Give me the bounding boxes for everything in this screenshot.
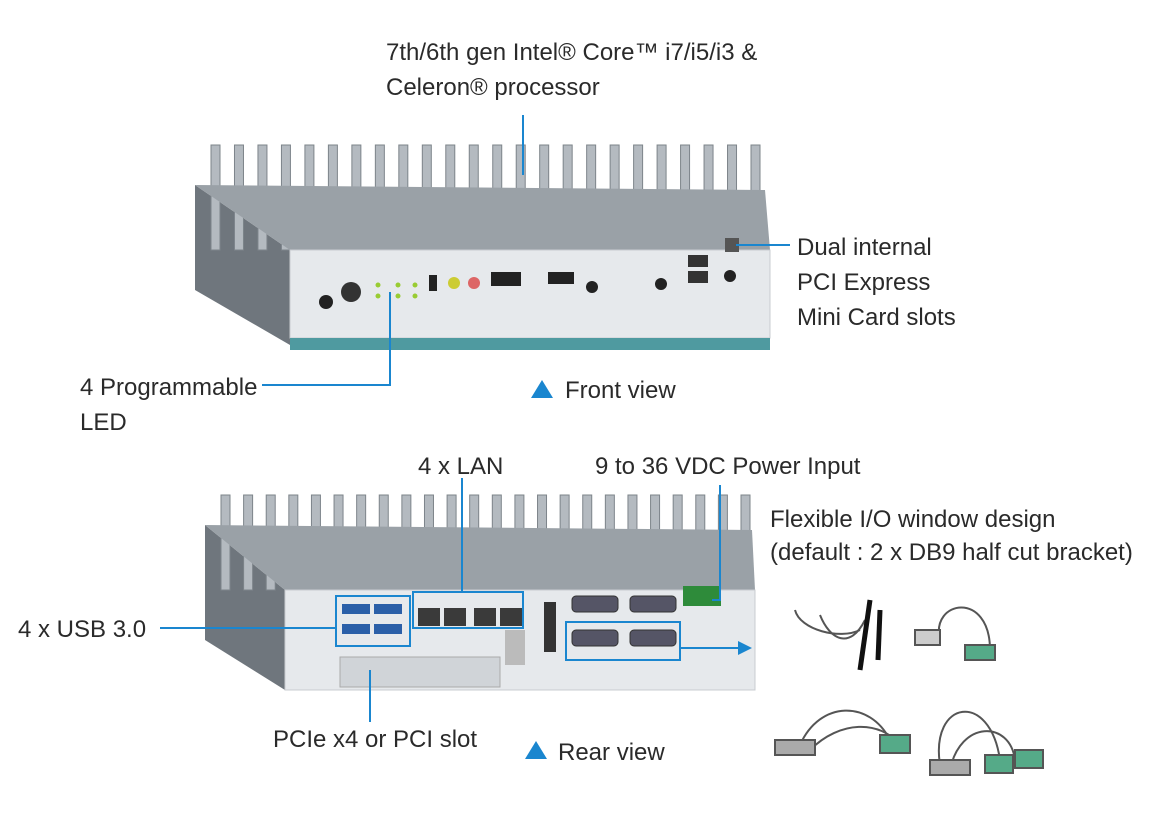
- pci-slot-label: PCIe x4 or PCI slot: [273, 726, 477, 753]
- processor-label-2: Celeron® processor: [386, 74, 600, 101]
- processor-label-1: 7th/6th gen Intel® Core™ i7/i5/i3 &: [386, 39, 757, 66]
- led-label-2: LED: [80, 409, 127, 436]
- pcie-mini-label-3: Mini Card slots: [797, 304, 956, 331]
- accessory-images: [774, 599, 1044, 776]
- front-device-image: [195, 144, 771, 350]
- lan-label: 4 x LAN: [418, 453, 503, 480]
- rear-device-image: [205, 494, 756, 691]
- rear-view-triangle-icon: [525, 741, 547, 759]
- front-view-triangle-icon: [531, 380, 553, 398]
- pcie-mini-label-2: PCI Express: [797, 269, 930, 296]
- usb-label: 4 x USB 3.0: [18, 616, 146, 643]
- flex-io-label-1: Flexible I/O window design: [770, 506, 1055, 533]
- pcie-mini-label-1: Dual internal: [797, 234, 932, 261]
- flex-io-label-2: (default : 2 x DB9 half cut bracket): [770, 539, 1133, 566]
- power-label: 9 to 36 VDC Power Input: [595, 453, 861, 480]
- rear-view-label: Rear view: [558, 739, 665, 766]
- callout-lines: [160, 115, 790, 759]
- led-label-1: 4 Programmable: [80, 374, 257, 401]
- front-view-label: Front view: [565, 377, 676, 404]
